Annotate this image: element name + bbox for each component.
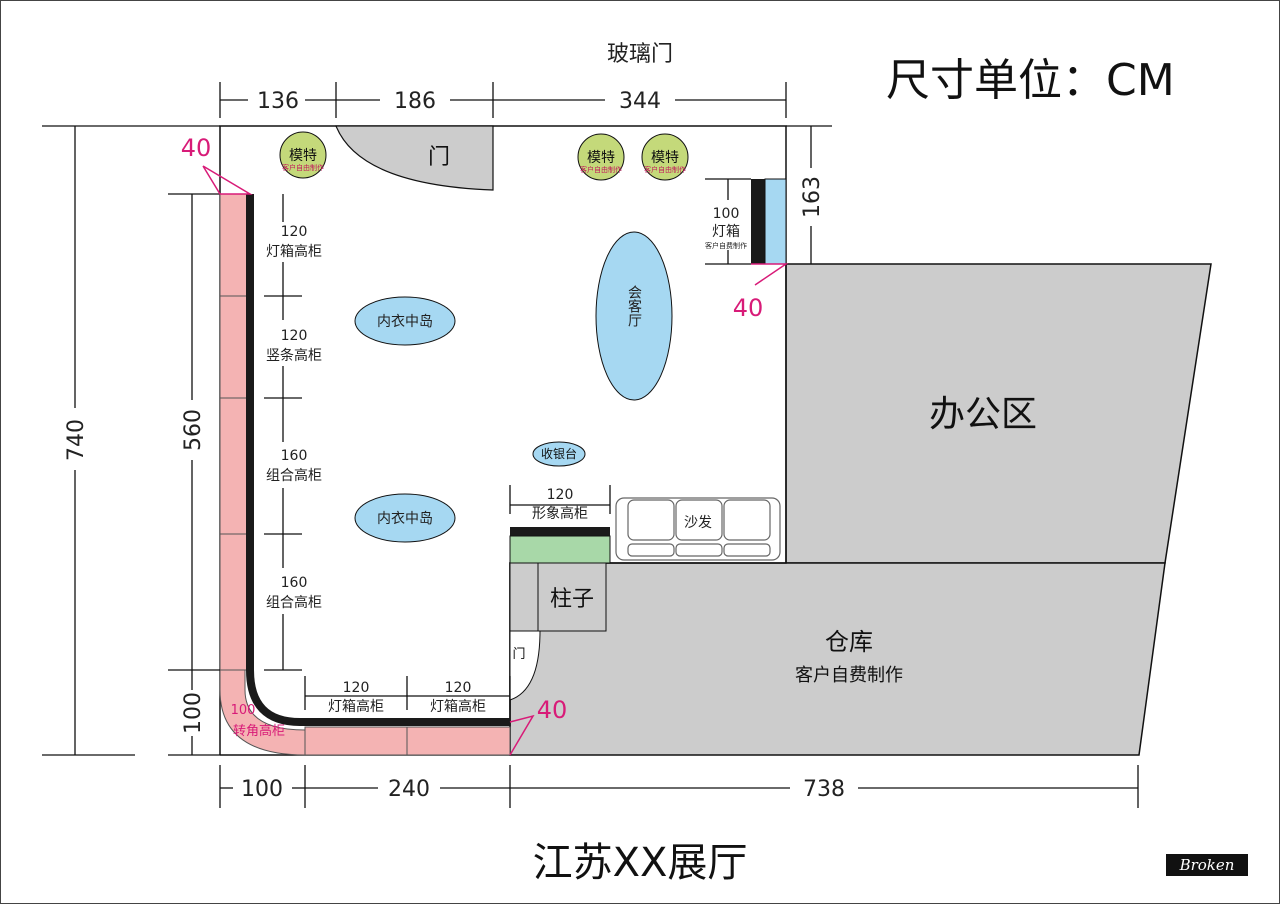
callout-40-top-left: 40 [181, 134, 212, 162]
seg-name: 灯箱高柜 [266, 243, 322, 260]
seg-name: 组合高柜 [266, 467, 322, 484]
seg-size: 120 [343, 680, 370, 696]
main-door [335, 125, 494, 191]
pillar-block [509, 562, 539, 632]
sofa-label: 沙发 [684, 515, 712, 531]
callout-40-bottom: 40 [537, 696, 568, 724]
dim-top-136: 136 [257, 89, 299, 114]
model-mannequin [641, 133, 689, 181]
model-mannequin [577, 133, 625, 181]
seg-name: 灯箱高柜 [328, 698, 384, 715]
side-door-label: 门 [512, 647, 525, 662]
seg-name: 组合高柜 [266, 594, 322, 611]
main-door-label: 门 [428, 145, 450, 170]
seg-size: 160 [281, 575, 308, 591]
dim-bottom-738: 738 [803, 777, 845, 802]
island-lower [354, 493, 456, 543]
unit-note: 尺寸单位：CM [886, 55, 1175, 106]
model-note: 客户自由制作 [580, 165, 622, 174]
dim-right-163: 163 [800, 176, 825, 218]
cashier-label: 收银台 [541, 446, 577, 461]
model-note: 客户自由制作 [644, 165, 686, 174]
image-cabinet-label: 形象高柜 [532, 505, 588, 522]
pillar-label: 柱子 [550, 587, 594, 612]
sofa [615, 497, 781, 561]
corner-cabinet-label: 转角高柜 [233, 723, 285, 739]
model-note: 客户自由制作 [282, 163, 324, 172]
callout-lines [202, 165, 789, 756]
model-label: 模特 [651, 150, 679, 166]
left-cabinet-strip [219, 193, 248, 671]
image-cabinet-top [510, 527, 610, 536]
island-lower-label: 内衣中岛 [377, 511, 433, 527]
signature-badge: Broken [1166, 854, 1248, 876]
model-label: 模特 [289, 148, 317, 164]
pillar [537, 562, 607, 632]
warehouse-area [509, 562, 1166, 756]
lightbox-note: 客户自费制作 [705, 241, 747, 250]
office-label: 办公区 [929, 394, 1037, 435]
seg-size: 120 [445, 680, 472, 696]
seg-name: 灯箱高柜 [430, 698, 486, 715]
callout-40-right: 40 [733, 294, 764, 322]
dim-top-186: 186 [394, 89, 436, 114]
reception-area [595, 231, 673, 401]
seg-size: 120 [281, 224, 308, 240]
image-cabinet-size: 120 [547, 487, 574, 503]
lightbox-size: 100 [713, 206, 740, 222]
model-mannequin [279, 131, 327, 179]
dim-bottom-240: 240 [388, 777, 430, 802]
image-cabinet [509, 535, 611, 564]
corner-size: 100 [231, 703, 256, 718]
dim-bottom-100: 100 [241, 777, 283, 802]
wall-cabinet-line [246, 194, 510, 726]
lightbox-label: 灯箱 [712, 224, 740, 240]
side-door [509, 630, 541, 701]
dim-top-344: 344 [619, 89, 661, 114]
lightbox [764, 178, 787, 265]
island-upper [354, 296, 456, 346]
warehouse-note: 客户自费制作 [795, 665, 903, 686]
dimension-lines [42, 82, 1139, 808]
seg-size: 120 [281, 328, 308, 344]
lightbox-back [751, 179, 765, 264]
glass-door-label: 玻璃门 [606, 42, 673, 67]
seg-size: 160 [281, 448, 308, 464]
page-title: 江苏XX展厅 [532, 840, 748, 886]
island-upper-label: 内衣中岛 [377, 314, 433, 330]
warehouse-label: 仓库 [825, 628, 873, 656]
reception-label: 会客厅 [626, 285, 642, 327]
dim-left-560: 560 [181, 409, 206, 451]
cashier-desk [532, 441, 586, 467]
dim-left-740: 740 [64, 419, 89, 461]
seg-name: 竖条高柜 [266, 347, 322, 364]
model-label: 模特 [587, 150, 615, 166]
dim-left-100: 100 [181, 692, 206, 734]
